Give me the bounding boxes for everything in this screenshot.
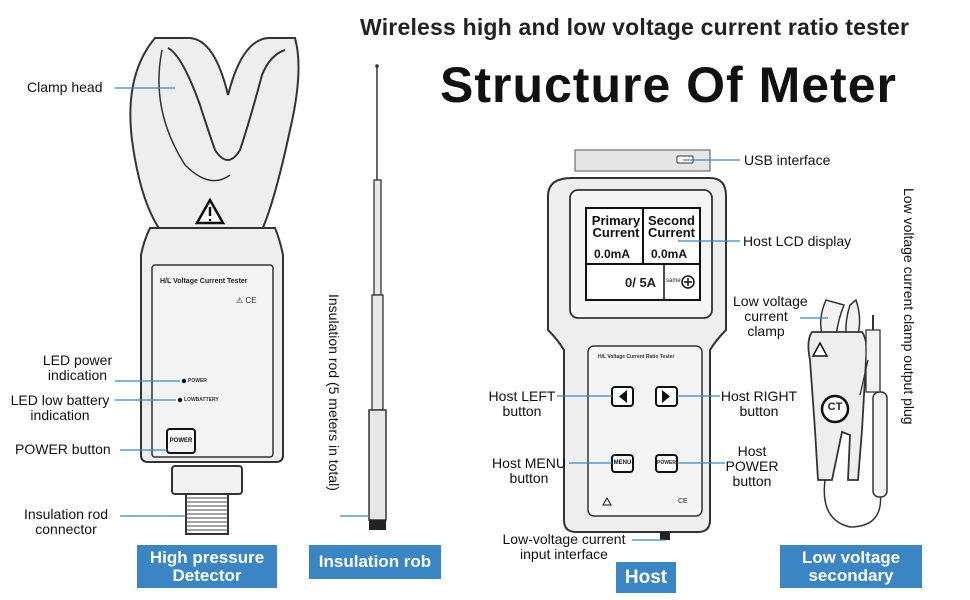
detector-badge: High pressure Detector (137, 545, 277, 588)
detector-panel (151, 264, 274, 458)
led-battery-icon (177, 397, 183, 403)
lcd-primary-line1: Primary (591, 213, 641, 228)
menu-button-label-line1: Host MENU (492, 455, 566, 471)
host-power-label-line3: button (732, 473, 772, 489)
power-button-shape (166, 428, 196, 454)
host-badge: Host (616, 562, 676, 593)
right-button-label-line2: button (739, 403, 779, 419)
host-power-label-line1: Host (737, 443, 767, 459)
ct-text: CT (827, 401, 843, 413)
menu-button-label: Host MENU button (489, 456, 569, 486)
lcd-label: Host LCD display (743, 233, 852, 249)
usb-label: USB interface (744, 152, 831, 168)
lv-clamp-label-line1: Low voltage (733, 293, 808, 309)
clamp-jaw-gap (158, 49, 231, 182)
lcd-second-line1: Second (648, 213, 695, 228)
clamp-head-shape (129, 37, 300, 231)
led-battery-label-line1: LED low battery (10, 392, 110, 408)
detector-power-button[interactable]: POWER (169, 438, 193, 444)
secondary-badge: Low voltage secondary (780, 545, 922, 588)
clamp-warning-icon (811, 341, 829, 357)
detector-device-text: H/L Voltage Current Tester (160, 278, 248, 285)
host-power-label: Host POWER button (722, 444, 782, 489)
detector-badge-line1: High pressure (149, 547, 265, 567)
secondary-badge-line2: secondary (808, 565, 894, 585)
host-warning-icon (602, 496, 612, 506)
left-button-label-line1: Host LEFT (488, 388, 556, 404)
rod-connector-label-line1: Insulation rod (23, 506, 109, 522)
left-button-label: Host LEFT button (487, 389, 557, 419)
host-ce-mark: CE (678, 498, 688, 505)
low-voltage-clamp (807, 298, 888, 528)
arrow-right-icon (662, 390, 670, 403)
rod-connector-label-line2: connector (35, 521, 97, 537)
lv-clamp-label-line2: current (744, 308, 788, 324)
secondary-badge-line1: Low voltage (801, 547, 901, 567)
lcd-primary-value: 0.0mA (594, 247, 631, 261)
right-button-label: Host RIGHT button (719, 389, 799, 419)
insulation-rod (368, 64, 387, 530)
detector-warning-icon: ⚠ (236, 296, 244, 305)
input-interface-label-line2: input interface (520, 546, 608, 562)
detector-ce-mark: CE (245, 296, 257, 305)
left-button-label-line2: button (502, 403, 542, 419)
arrow-left-icon (619, 390, 627, 403)
keypad-panel (587, 345, 703, 517)
lcd-second-value: 0.0mA (651, 247, 688, 261)
lv-clamp-label: Low voltage current clamp (733, 293, 808, 339)
subtitle: Wireless high and low voltage current ra… (360, 14, 910, 40)
host-device-text: H/L Voltage Current Ratio Tester (598, 354, 675, 360)
detector-leaders (115, 87, 186, 517)
lcd-primary-title: Primary Current (588, 213, 644, 240)
led-power-label: LED power indication (30, 353, 125, 383)
input-interface-label: Low-voltage current input interface (494, 532, 634, 562)
input-jack (660, 532, 670, 540)
plug-label: Low voltage current clamp output plug (901, 188, 917, 425)
clamp-head-label: Clamp head (27, 79, 103, 95)
host-menu-button-text[interactable]: MENU (613, 460, 632, 466)
lcd-primary-line2: Current (592, 225, 640, 240)
connector-collar (171, 465, 243, 495)
right-button-label-line1: Host RIGHT (720, 388, 798, 404)
ct-circle (820, 394, 850, 424)
power-button-label: POWER button (15, 441, 111, 457)
host-power-button-text[interactable]: POWER (657, 460, 676, 466)
clamp-jaw-inner (167, 47, 286, 161)
detector-marks: ⚠ CE (236, 296, 257, 305)
host-leaders (557, 159, 740, 541)
led-battery-text: LOWBATTERY (184, 397, 219, 403)
rod-label: Insulation rod (5 meters in total) (326, 294, 342, 491)
thread-lines (186, 497, 228, 531)
warning-triangle-icon (194, 197, 226, 225)
lv-clamp-label-line3: clamp (747, 323, 785, 339)
detector-device (129, 37, 300, 535)
led-battery-label: LED low battery indication (4, 393, 116, 423)
input-interface-label-line1: Low-voltage current (502, 531, 626, 547)
led-battery-label-line2: indication (30, 407, 90, 423)
lcd-same: same (666, 278, 681, 284)
rod-badge: Insulation rob (309, 545, 441, 579)
led-power-label-line2: indication (47, 367, 108, 383)
led-power-text: POWER (188, 378, 207, 384)
led-power-label-line1: LED power (42, 352, 113, 368)
lcd-ratio: 0/ 5A (625, 275, 657, 290)
host-power-label-line2: POWER (725, 458, 779, 474)
menu-button-label-line2: button (509, 470, 549, 486)
lcd-second-line2: Current (648, 225, 695, 240)
led-power-icon (181, 378, 187, 384)
host-device (547, 149, 727, 540)
rod-connector-label: Insulation rod connector (14, 507, 118, 537)
detector-badge-line2: Detector (172, 565, 242, 585)
lcd-second-title: Second Current (643, 213, 700, 240)
page-title: Structure Of Meter (440, 57, 897, 113)
